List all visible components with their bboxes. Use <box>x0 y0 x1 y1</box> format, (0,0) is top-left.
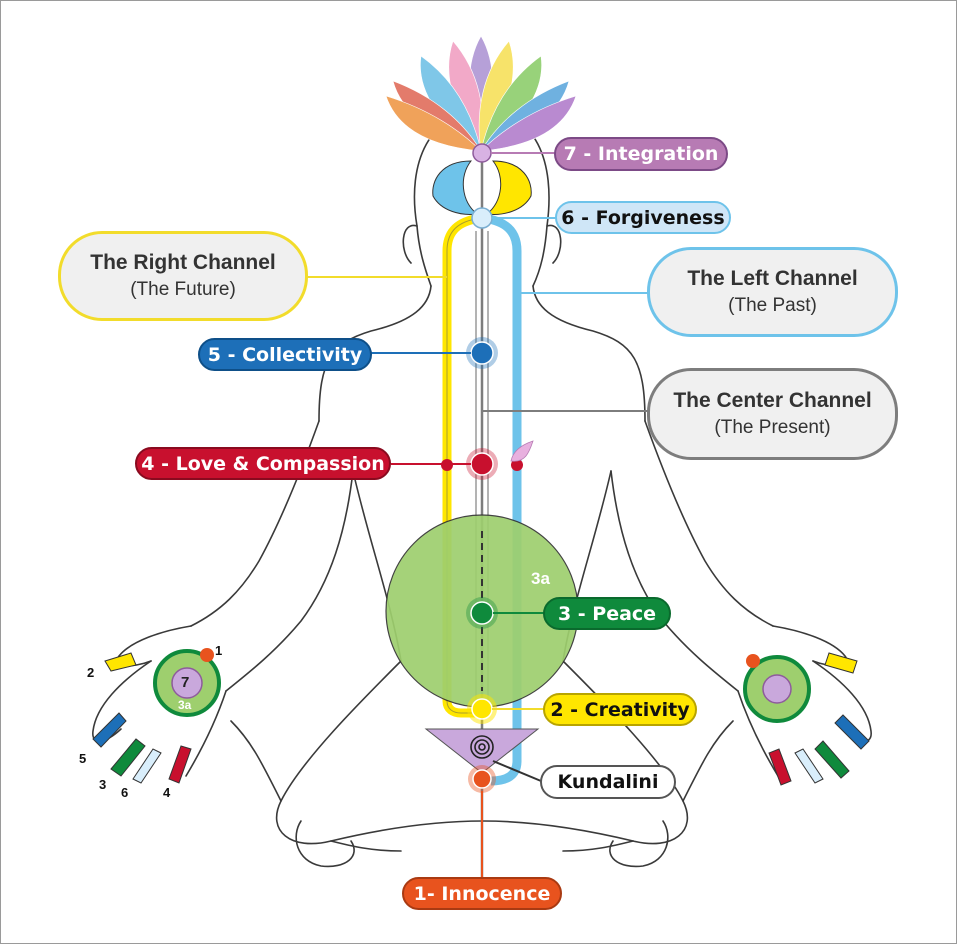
center-channel-title: The Center Channel <box>673 389 872 412</box>
love-right-dot <box>511 459 523 471</box>
center-channel-subtitle: (The Present) <box>714 417 831 439</box>
right-hand-markers <box>743 652 870 786</box>
left-channel-title: The Left Channel <box>687 267 858 290</box>
love-compassion-label: 4 - Love & Compassion <box>135 447 391 480</box>
love-chakra-icon <box>466 448 498 480</box>
sacrum-triangle <box>424 728 540 774</box>
void-label: 3a <box>531 569 550 588</box>
finger-number-4: 4 <box>163 785 171 800</box>
palm-void-label: 3a <box>178 698 192 712</box>
innocence-chakra-icon <box>468 765 496 793</box>
finger-number-3: 3 <box>99 777 107 792</box>
lotus-crown-icon <box>385 35 577 152</box>
finger-number-1: 1 <box>215 643 223 658</box>
center-channel-bubble: The Center Channel (The Present) <box>647 368 898 460</box>
innocence-label: 1- Innocence <box>402 877 562 910</box>
forgiveness-label: 6 - Forgiveness <box>555 201 731 234</box>
kundalini-spiral-icon <box>470 735 494 759</box>
right-channel-subtitle: (The Future) <box>130 279 236 301</box>
peace-label: 3 - Peace <box>543 597 671 630</box>
forgiveness-chakra-icon <box>471 207 493 229</box>
right-channel-title: The Right Channel <box>90 251 276 274</box>
right-channel-bubble: The Right Channel (The Future) <box>58 231 308 321</box>
finger-number-6: 6 <box>121 785 129 800</box>
creativity-chakra-icon <box>467 694 497 724</box>
flame-icon <box>510 440 534 462</box>
left-channel-bubble: The Left Channel (The Past) <box>647 247 898 337</box>
palm-number-label: 7 <box>181 674 190 691</box>
collectivity-chakra-icon <box>466 337 498 369</box>
left-channel-line <box>487 214 522 786</box>
integration-chakra-icon <box>472 143 492 163</box>
finger-number-2: 2 <box>87 665 95 680</box>
finger-number-5: 5 <box>79 751 87 766</box>
integration-label: 7 - Integration <box>554 137 728 171</box>
left-hand-markers <box>92 648 221 784</box>
right-crown-arc <box>485 160 532 215</box>
collectivity-label: 5 - Collectivity <box>198 338 372 371</box>
kundalini-label: Kundalini <box>540 765 676 799</box>
left-channel-subtitle: (The Past) <box>728 295 817 317</box>
left-crown-arc <box>432 160 479 215</box>
creativity-label: 2 - Creativity <box>543 693 697 726</box>
kundalini-connector <box>492 760 542 782</box>
